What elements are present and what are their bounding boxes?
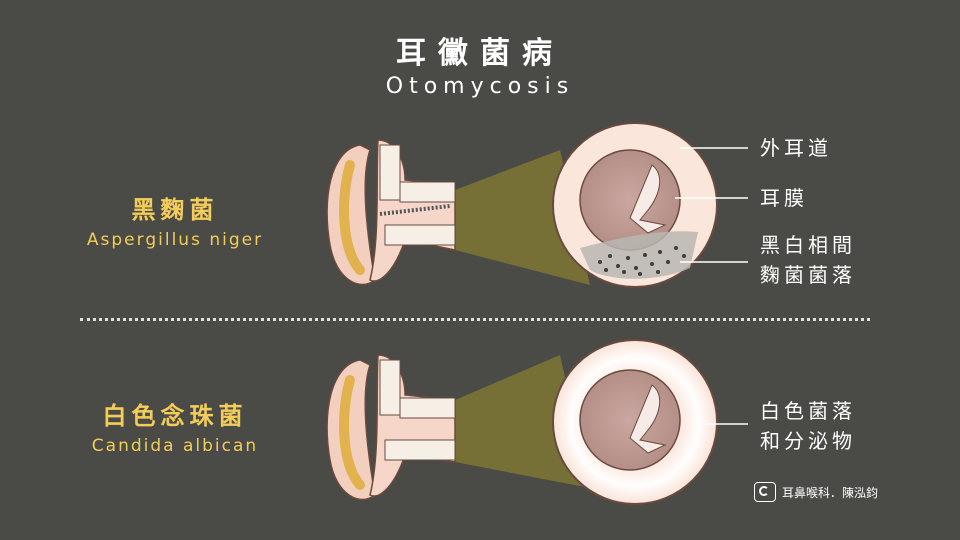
candida-name-zh: 白色念珠菌 [102, 402, 248, 430]
ear-diagram-bottom [326, 339, 748, 505]
aspergillus-name-en: Aspergillus niger [86, 230, 264, 250]
label-white-colony: 白色菌落 [760, 399, 856, 423]
author-credit: 耳鼻喉科．陳泓鈞 [754, 482, 878, 502]
ear-diagram-top [326, 122, 748, 288]
label-eardrum: 耳膜 [760, 186, 808, 210]
title-english: Otomycosis [385, 74, 575, 99]
zoom-beam-bottom [455, 355, 590, 488]
label-aspergillus-colony: 麴菌菌落 [760, 263, 856, 287]
title-chinese: 耳黴菌病 [396, 36, 564, 71]
credit-text: 耳鼻喉科．陳泓鈞 [782, 485, 879, 500]
eardrum-bottom [579, 369, 681, 471]
aspergillus-name-zh: 黑麴菌 [131, 196, 219, 224]
candida-name-en: Candida albican [91, 436, 259, 456]
label-ear-canal: 外耳道 [760, 136, 832, 160]
ear-logo-icon [754, 482, 776, 502]
label-black-white: 黑白相間 [760, 233, 856, 257]
label-secretion: 和分泌物 [760, 429, 856, 453]
aspergillus-colony [580, 231, 698, 279]
section-divider [80, 318, 870, 321]
